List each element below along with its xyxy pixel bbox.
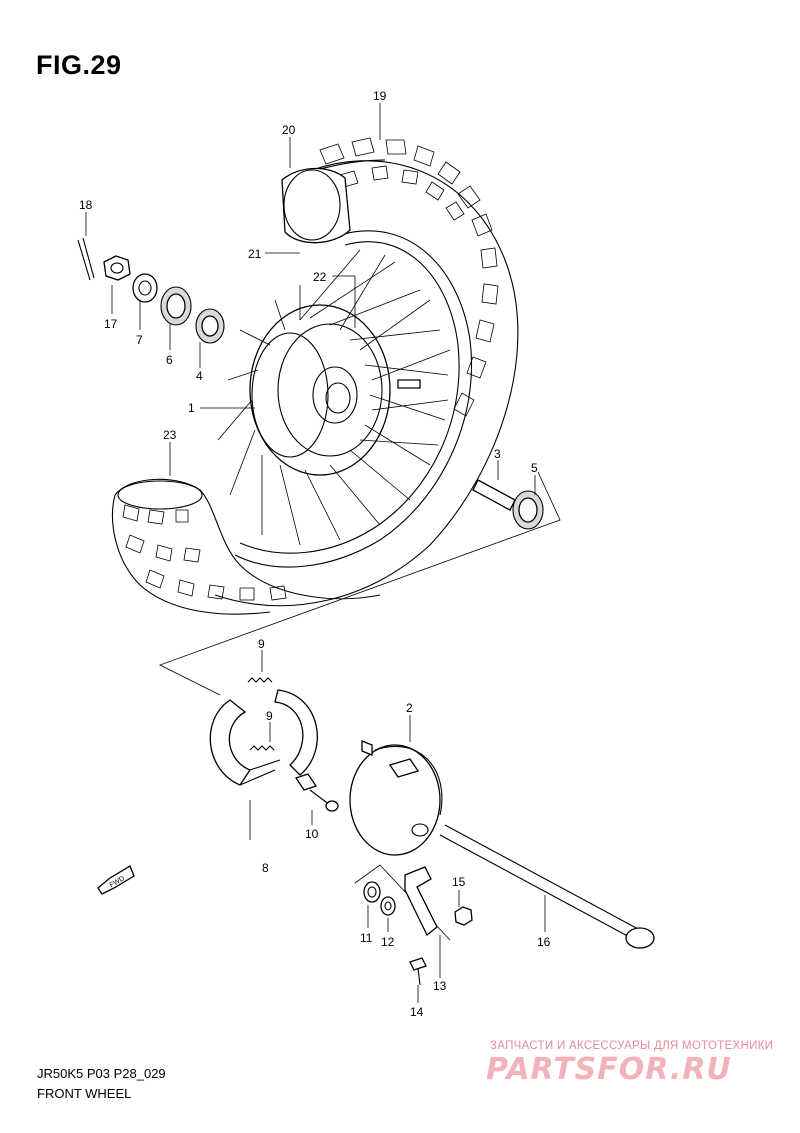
callout-14: 14 — [410, 1005, 424, 1019]
callout-13: 13 — [433, 979, 447, 993]
callout-16: 16 — [537, 935, 551, 949]
tube-20 — [281, 167, 351, 244]
spring-9b — [249, 745, 275, 751]
callout-19: 19 — [373, 89, 387, 103]
washer-11 — [363, 881, 381, 903]
collar-7 — [132, 273, 158, 303]
stopper-13 — [404, 866, 438, 937]
diagram-name: FRONT WHEEL — [37, 1086, 132, 1101]
callout-6: 6 — [166, 353, 173, 367]
callout-17: 17 — [104, 317, 118, 331]
callout-5: 5 — [531, 461, 538, 475]
brake-shoes-8 — [209, 689, 318, 786]
callout-23: 23 — [163, 428, 177, 442]
callout-15: 15 — [452, 875, 466, 889]
spring-9a — [247, 677, 273, 683]
cotter-pin-18 — [77, 237, 95, 281]
bolt-14 — [409, 957, 427, 986]
callout-9a: 9 — [258, 637, 265, 651]
wheel-assembly — [214, 137, 519, 607]
watermark-tagline: ЗАПЧАСТИ И АКСЕССУАРЫ ДЛЯ МОТОТЕХНИКИ — [490, 1040, 774, 1052]
tyre-tread — [319, 137, 499, 417]
fwd-arrow-icon: FWD — [97, 865, 135, 895]
callout-4: 4 — [196, 369, 203, 383]
spacer-3 — [472, 479, 516, 511]
callouts: 19 20 21 22 18 17 7 6 4 1 3 5 23 9 9 2 1… — [79, 89, 551, 1019]
nut-17 — [103, 255, 131, 281]
figure-title: FIG.29 — [36, 50, 122, 80]
callout-1: 1 — [188, 401, 195, 415]
nut-15 — [454, 906, 473, 926]
callout-11: 11 — [360, 931, 373, 945]
callout-18: 18 — [79, 198, 93, 212]
callout-8: 8 — [262, 861, 269, 875]
model-code: JR50K5 P03 P28_029 — [37, 1066, 166, 1081]
oil-seal-4 — [195, 308, 225, 344]
brake-panel-2 — [349, 740, 443, 856]
callout-22: 22 — [313, 270, 327, 284]
bearing-5 — [512, 490, 544, 530]
callout-9b: 9 — [266, 709, 273, 723]
axle-16 — [439, 824, 655, 949]
bearing-6 — [160, 286, 192, 326]
washer-12 — [380, 896, 396, 916]
callout-3: 3 — [494, 447, 501, 461]
callout-20: 20 — [282, 123, 296, 137]
brake-cam-10 — [294, 773, 339, 812]
watermark-logo: PARTSFOR.RU — [486, 1052, 732, 1087]
tyre-23 — [111, 478, 381, 615]
leader-lines — [85, 103, 546, 1003]
callout-2: 2 — [406, 701, 413, 715]
callout-10: 10 — [305, 827, 319, 841]
spokes — [217, 249, 451, 546]
callout-21: 21 — [248, 247, 262, 261]
callout-12: 12 — [381, 935, 395, 949]
callout-7: 7 — [136, 333, 143, 347]
